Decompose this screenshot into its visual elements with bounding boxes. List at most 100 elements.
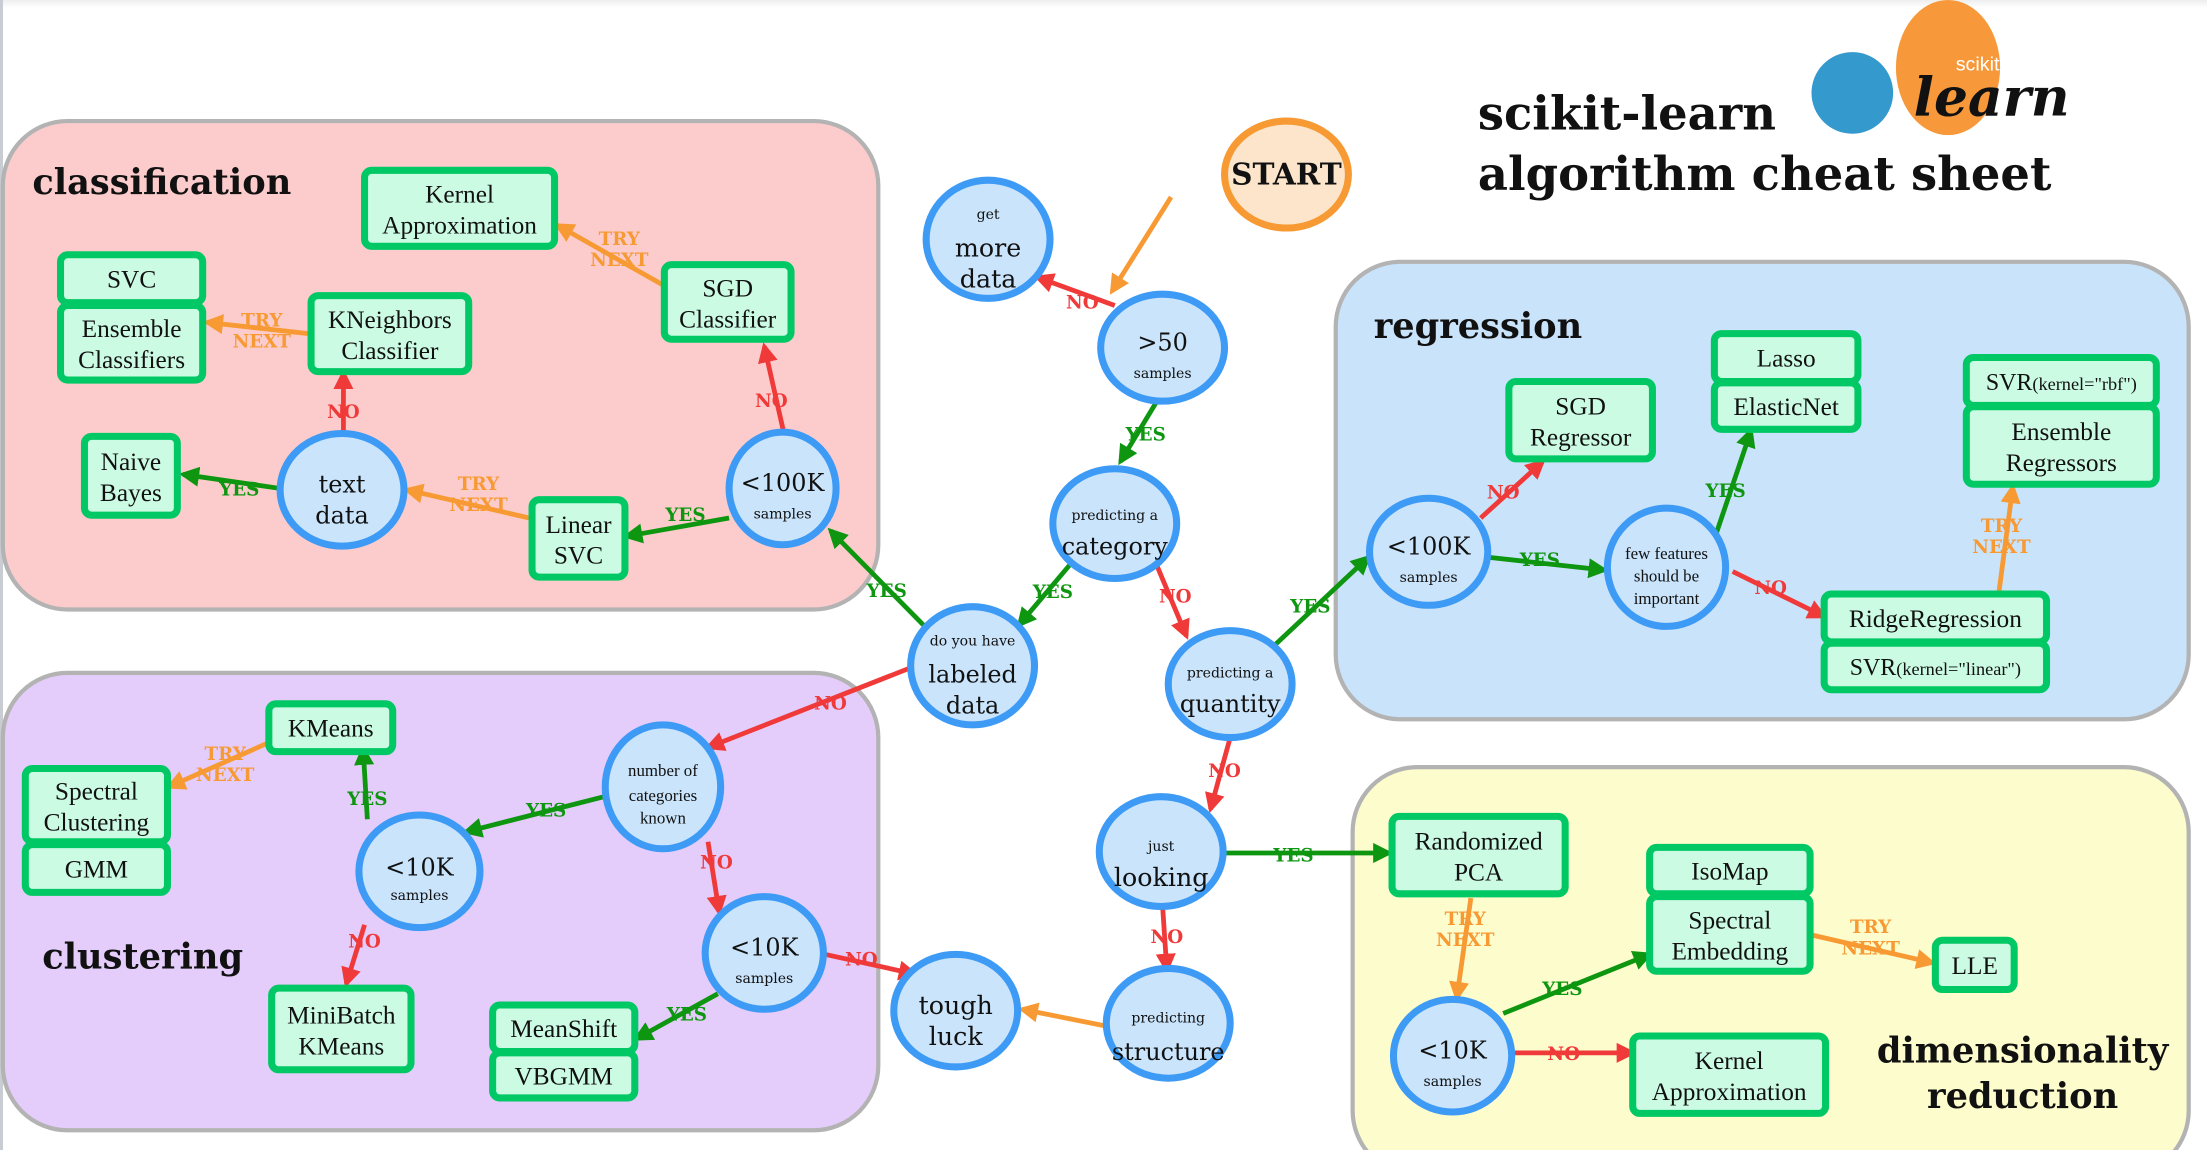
estimator-label: SGD bbox=[702, 274, 753, 302]
no-edge-label: NO bbox=[1151, 927, 1184, 948]
edge-arrow bbox=[1017, 1002, 1107, 1029]
edge-arrow bbox=[704, 664, 913, 751]
try-label: TRY bbox=[205, 744, 247, 765]
decision-text: should be bbox=[1634, 567, 1699, 586]
decision-text: data bbox=[960, 264, 1017, 294]
estimator-lle[interactable]: LLE bbox=[1931, 936, 2018, 994]
no-edge-label: NO bbox=[1754, 578, 1787, 599]
edge-arrow bbox=[758, 342, 787, 435]
estimator-svr-linear[interactable]: SVR(kernel="linear") bbox=[1820, 639, 2051, 694]
estimator-gmm[interactable]: GMM bbox=[21, 841, 172, 896]
edge-arrow bbox=[402, 483, 530, 521]
estimator-label: Regressor bbox=[1530, 424, 1632, 452]
estimator-label: KMeans bbox=[298, 1032, 384, 1060]
yes-edge-label: YES bbox=[666, 1005, 707, 1026]
decision-ellipse bbox=[355, 811, 484, 932]
decision-ellipse bbox=[1095, 793, 1227, 911]
decision-text: number of bbox=[628, 761, 698, 780]
edge-arrow bbox=[1479, 458, 1546, 520]
decision-text: <100K bbox=[1387, 533, 1472, 561]
yes-edge-label: YES bbox=[346, 789, 387, 810]
estimator-svr-rbf[interactable]: SVR(kernel="rbf") bbox=[1962, 354, 2160, 409]
estimator-label: Approximation bbox=[1652, 1078, 1807, 1106]
estimator-ridge[interactable]: RidgeRegression bbox=[1820, 590, 2051, 646]
edge-arrow bbox=[824, 952, 919, 981]
yes-edge-label: YES bbox=[1272, 845, 1313, 866]
start-node[interactable]: START bbox=[1221, 117, 1352, 232]
decision-ellipse bbox=[725, 428, 840, 549]
next-label: NEXT bbox=[590, 250, 649, 271]
estimator-label: Regressors bbox=[2006, 449, 2117, 477]
edge-arrow bbox=[1488, 555, 1609, 579]
decision-text: <10K bbox=[730, 934, 799, 962]
decision-text: predicting bbox=[1131, 1011, 1205, 1027]
decision-text: category bbox=[1062, 533, 1169, 561]
no-edge-label: NO bbox=[1208, 761, 1241, 782]
estimator-label: Classifier bbox=[341, 337, 439, 365]
estimator-vbgmm[interactable]: VBGMM bbox=[489, 1049, 639, 1102]
edge-arrow bbox=[1449, 897, 1474, 1002]
decision-text: tough bbox=[919, 990, 993, 1020]
decision-text: predicting a bbox=[1187, 666, 1273, 682]
decision-ellipse bbox=[1389, 995, 1516, 1116]
estimator-meanshift[interactable]: MeanShift bbox=[489, 1001, 639, 1055]
estimator-svc[interactable]: SVC bbox=[57, 251, 207, 307]
title-line2: algorithm cheat sheet bbox=[1478, 146, 2052, 201]
no-edge-label: NO bbox=[348, 931, 381, 952]
decision-text: >50 bbox=[1137, 328, 1187, 356]
estimator-box bbox=[361, 166, 559, 250]
estimator-elasticnet[interactable]: ElasticNet bbox=[1710, 379, 1862, 433]
decision-text: samples bbox=[1400, 570, 1458, 586]
estimator-box bbox=[1646, 893, 1814, 975]
classification-title: classification bbox=[32, 162, 291, 203]
estimator-kmeans[interactable]: KMeans bbox=[265, 700, 397, 756]
dimensionality-title-line1: dimensionality bbox=[1877, 1031, 2170, 1072]
edge-arrow bbox=[1731, 569, 1828, 619]
estimator-isomap[interactable]: IsoMap bbox=[1646, 843, 1814, 898]
estimator-lasso[interactable]: Lasso bbox=[1710, 330, 1862, 385]
decision-node-reg-lt100k[interactable]: <100K samples bbox=[1366, 494, 1492, 609]
estimator-box bbox=[528, 496, 629, 581]
estimator-label: KMeans bbox=[288, 715, 374, 743]
decision-ellipse bbox=[1603, 504, 1730, 630]
estimator-box bbox=[57, 301, 207, 384]
yes-edge-label: YES bbox=[1289, 596, 1330, 617]
next-label: NEXT bbox=[1436, 930, 1495, 951]
next-label: NEXT bbox=[196, 765, 255, 786]
estimator-label: Classifiers bbox=[78, 346, 185, 374]
decision-text: samples bbox=[390, 888, 448, 904]
estimator-box bbox=[1629, 1032, 1830, 1117]
estimator-label: Spectral bbox=[1688, 906, 1771, 934]
decision-ellipse bbox=[890, 950, 1022, 1071]
estimator-label: Naive bbox=[101, 448, 161, 476]
